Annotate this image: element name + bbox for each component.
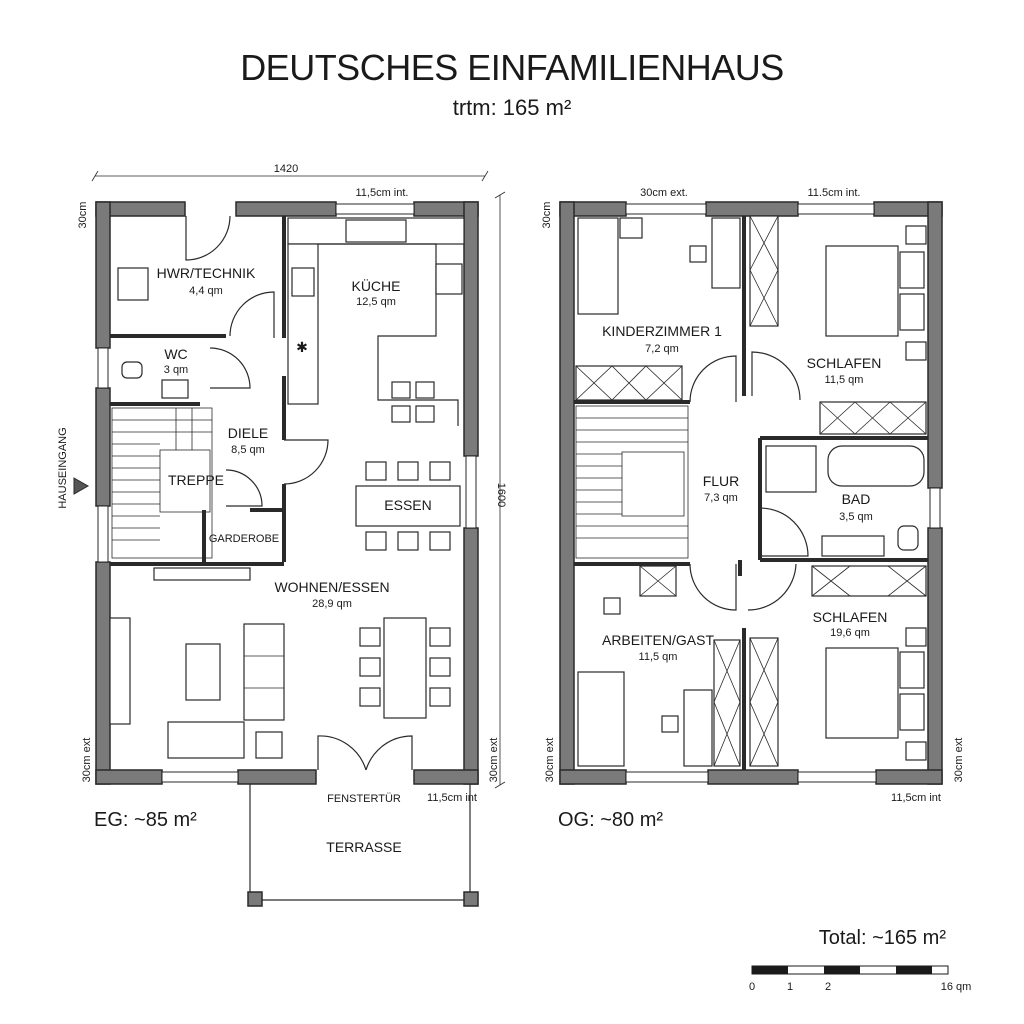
room-schlafen2-area: 19,6 qm — [830, 627, 870, 639]
room-garderobe-name: GARDEROBE — [209, 533, 279, 545]
int-wall-label-bottom: 11,5cm int — [891, 792, 941, 804]
toilet-icon-og — [897, 525, 919, 551]
ext-wall-label-left-top: 30cm — [77, 202, 89, 229]
room-diele-area: 8,5 qm — [231, 444, 265, 456]
room-schlafen1-area: 11,5 qm — [825, 374, 864, 386]
upper-floor-plan: 30cm ext. 11.5cm int. 30cm 30cm ext 30cm… — [541, 187, 965, 831]
desk-icon-2 — [683, 689, 713, 767]
stairs-eg — [111, 407, 213, 559]
kinderzimmer-furniture — [575, 215, 779, 401]
kitchen-sink-icon — [345, 219, 407, 243]
ground-floor-plan: 1420 11,5cm int. 1600 30cm 30cm ext 30cm… — [57, 163, 507, 907]
room-bad-area: 3,5 qm — [839, 511, 873, 523]
dining-table — [355, 461, 461, 551]
bed-double-icon-2 — [825, 647, 899, 739]
scale-label-0: 0 — [749, 981, 755, 993]
windows — [97, 203, 477, 783]
door-swings-og — [689, 351, 809, 611]
room-flur-name: FLUR — [703, 473, 740, 489]
room-kinderzimmer-area: 7,2 qm — [645, 343, 679, 355]
room-wc-name: WC — [164, 346, 187, 362]
dining-table-2 — [383, 617, 427, 719]
room-wohnen-name: WOHNEN/ESSEN — [274, 579, 389, 595]
eg-total: EG: ~85 m² — [94, 809, 197, 831]
room-hwr-area: 4,4 qm — [189, 285, 223, 297]
room-wohnen-area: 28,9 qm — [312, 598, 352, 610]
width-dimension: 1420 — [274, 163, 298, 175]
toilet-icon — [121, 361, 143, 379]
room-flur-area: 7,3 qm — [704, 492, 738, 504]
room-kinderzimmer-name: KINDERZIMMER 1 — [602, 323, 722, 339]
door-swings — [73, 215, 413, 771]
int-wall-label-top: 11,5cm int. — [356, 187, 409, 199]
ext-wall-label-left-bottom: 30cm ext — [544, 738, 556, 783]
living-furniture — [109, 567, 451, 759]
oven-icon — [435, 263, 463, 295]
bed-double-icon — [825, 245, 899, 337]
coffee-table — [185, 643, 221, 701]
interior-walls — [110, 216, 286, 566]
bed-icon — [577, 217, 619, 315]
room-schlafen2-name: SCHLAFEN — [813, 609, 888, 625]
sofa — [243, 623, 285, 721]
room-arbeiten-name: ARBEITEN/GAST — [602, 632, 714, 648]
shower-icon — [765, 445, 817, 493]
room-hwr-name: HWR/TECHNIK — [157, 265, 256, 281]
stove-icon — [291, 267, 315, 297]
entrance-label: HAUSEINGANG — [57, 427, 69, 508]
windows-og — [625, 203, 941, 783]
room-schlafen1-name: SCHLAFEN — [807, 355, 882, 371]
scale-label-1: 1 — [787, 981, 793, 993]
room-kueche-name: KÜCHE — [351, 277, 400, 294]
exterior-walls — [95, 201, 479, 785]
hwr-unit — [117, 267, 149, 301]
fenstertuer-label: FENSTERTÜR — [327, 793, 401, 805]
arbeiten-furniture — [577, 565, 741, 767]
fridge-icon: ✱ — [296, 339, 308, 355]
ext-wall-label-left-top: 30cm — [541, 202, 553, 229]
tv-board — [109, 617, 131, 725]
entrance-arrow-icon — [73, 477, 90, 495]
ext-wall-label-right-bottom: 30cm ext — [488, 738, 500, 783]
bathtub-icon — [827, 445, 925, 487]
scale-bar — [751, 965, 949, 975]
room-kueche-area: 12,5 qm — [356, 296, 396, 308]
room-essen-name: ESSEN — [384, 497, 431, 513]
plan-subtitle: trtm: 165 m² — [453, 95, 572, 120]
room-arbeiten-area: 11,5 qm — [639, 651, 678, 663]
bathroom-fixtures — [765, 445, 925, 557]
sink-icon — [161, 379, 189, 399]
schlafen-bottom-furniture — [749, 565, 927, 767]
depth-dimension: 1600 — [495, 483, 507, 507]
ext-wall-label-top: 30cm ext. — [640, 187, 688, 199]
sofa-2 — [167, 721, 245, 759]
desk-icon — [711, 217, 741, 289]
room-treppe-name: TREPPE — [168, 472, 224, 488]
schlafen-top-furniture — [819, 225, 927, 435]
kitchen-furniture: ✱ — [287, 217, 465, 426]
room-bad-name: BAD — [842, 491, 871, 507]
washbasin-icon — [821, 535, 885, 557]
guest-bed-icon — [577, 671, 625, 767]
ext-wall-label-right-bottom: 30cm ext — [953, 738, 965, 783]
int-wall-label-top: 11.5cm int. — [808, 187, 861, 199]
scale-label-2: 2 — [825, 981, 831, 993]
plan-title: DEUTSCHES EINFAMILIENHAUS — [240, 47, 784, 88]
stairs-og — [575, 405, 689, 559]
room-diele-name: DIELE — [228, 425, 268, 441]
room-wc-area: 3 qm — [164, 364, 188, 376]
terrasse-label: TERRASSE — [326, 839, 401, 855]
terrace — [247, 784, 479, 907]
total-area: Total: ~165 m² — [819, 927, 947, 949]
interior-walls-og — [574, 216, 928, 770]
og-total: OG: ~80 m² — [558, 809, 663, 831]
scale-label-16: 16 qm — [941, 981, 972, 993]
ext-wall-label-left-bottom: 30cm ext — [81, 738, 93, 783]
int-wall-label-bottom: 11,5cm int — [427, 792, 477, 804]
